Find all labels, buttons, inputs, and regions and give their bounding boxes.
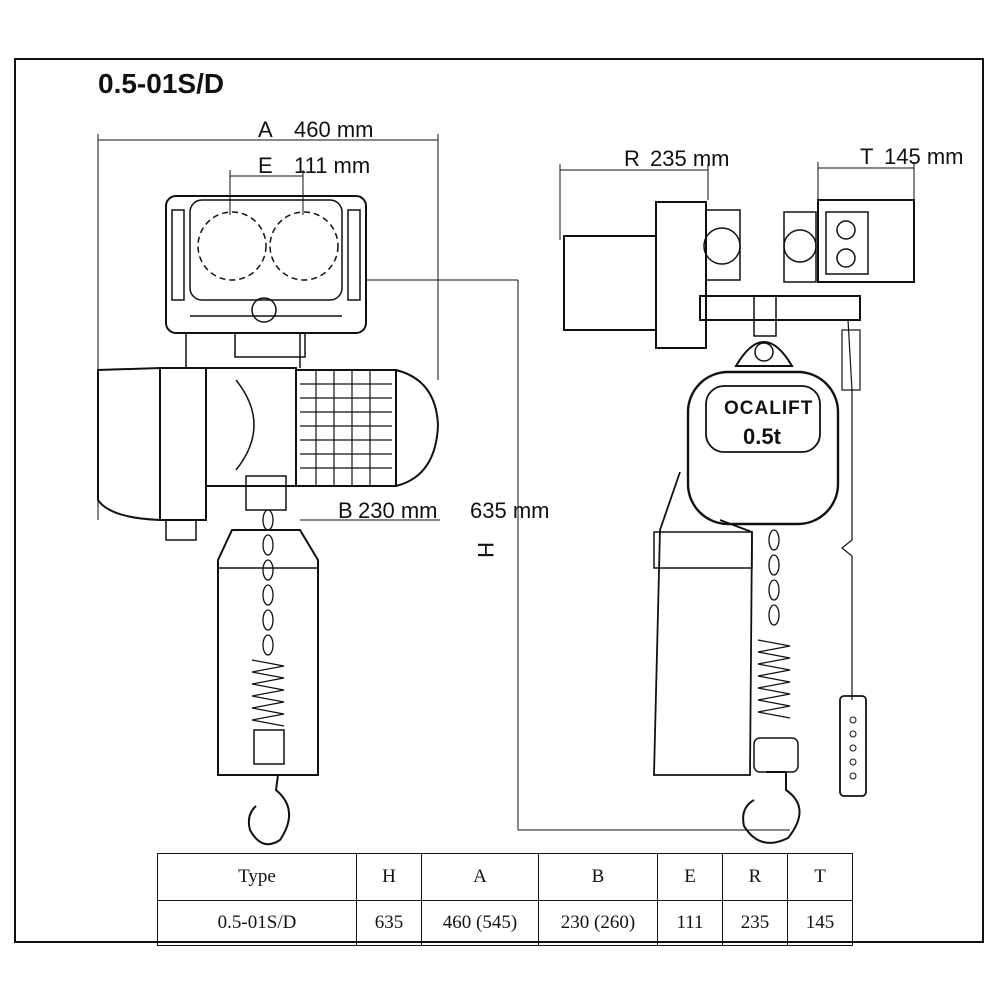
cell-a: 460 (545) [421, 900, 539, 946]
cell-h: 635 [356, 900, 422, 946]
dim-e-value: 111 mm [294, 153, 371, 178]
model-title: 0.5-01S/D [98, 68, 225, 99]
spec-table: Type H A B E R T 0.5-01S/D 635 460 (545)… [157, 853, 853, 946]
capacity-label: 0.5t [743, 424, 781, 449]
header-t: T [787, 853, 853, 901]
dim-h-letter: H [473, 542, 498, 558]
cell-e: 111 [657, 900, 723, 946]
header-e: E [657, 853, 723, 901]
cell-r: 235 [722, 900, 788, 946]
cell-t: 145 [787, 900, 853, 946]
side-view-hoist [559, 162, 915, 844]
cell-b: 230 (260) [538, 900, 658, 946]
dim-a-value: 460 mm [294, 117, 374, 142]
header-r: R [722, 853, 788, 901]
dim-b-value: 230 mm [358, 498, 438, 523]
header-b: B [538, 853, 658, 901]
dim-t-letter: T [860, 144, 874, 169]
dim-e-letter: E [258, 153, 273, 178]
dim-r-value: 235 mm [650, 146, 730, 171]
brand-label: OCALIFT [724, 398, 814, 419]
table-header-row: Type H A B E R T [157, 853, 853, 901]
front-view-hoist [97, 134, 440, 846]
dim-t-value: 145 mm [884, 144, 964, 169]
header-h: H [356, 853, 422, 901]
dim-b-letter: B [338, 498, 353, 523]
header-type: Type [157, 853, 357, 901]
header-a: A [421, 853, 539, 901]
cell-type: 0.5-01S/D [157, 900, 357, 946]
dim-h-value: 635 mm [470, 498, 550, 523]
dim-r-letter: R [624, 146, 640, 171]
height-dimension [300, 279, 790, 831]
dim-a-letter: A [258, 117, 273, 142]
table-row: 0.5-01S/D 635 460 (545) 230 (260) 111 23… [157, 900, 853, 946]
